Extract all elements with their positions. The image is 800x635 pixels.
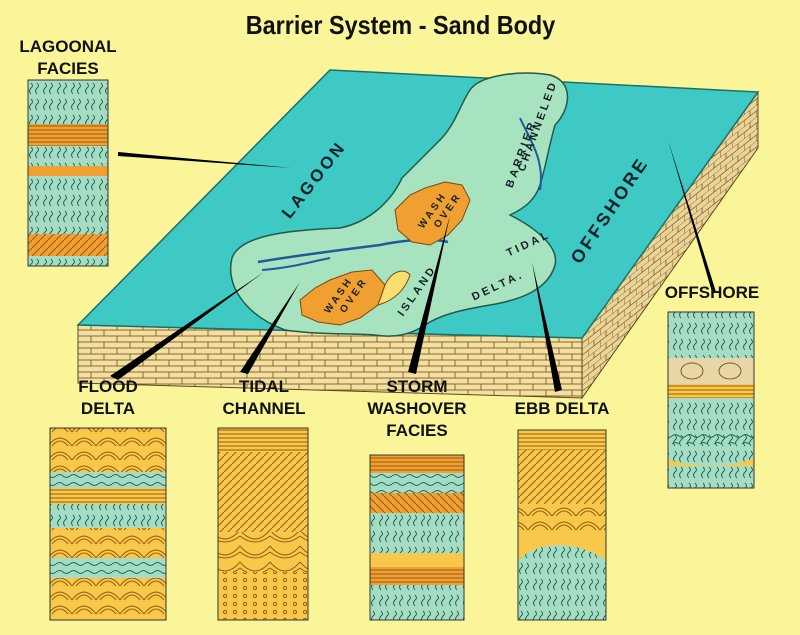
label-tidal-channel: TIDAL CHANNEL: [222, 377, 306, 418]
label-offshore-column: OFFSHORE: [664, 283, 760, 302]
label-storm-washover-facies: STORM WASHOVER FACIES: [367, 377, 467, 440]
storm-washover-column: [369, 454, 465, 621]
leader-ebb-delta: [532, 262, 562, 392]
flood-delta-column: [49, 427, 167, 621]
label-ebb-delta: EBB DELTA: [514, 399, 610, 418]
barrier-sand-body: [230, 72, 569, 337]
ebb-delta-column: [517, 429, 607, 621]
leader-offshore: [668, 140, 716, 292]
leader-flood-delta: [110, 272, 264, 380]
tidal-channel-column: [217, 427, 309, 621]
washover-fan-upper: [394, 181, 471, 246]
label-lagoonal-facies: LAGOONAL FACIES: [19, 37, 117, 78]
leader-lagoonal: [118, 152, 292, 168]
leader-storm-washover: [408, 215, 450, 374]
label-flood-delta: FLOOD DELTA: [78, 377, 138, 418]
barrier-channel-line: [519, 117, 542, 191]
washover-fringe: [377, 270, 411, 306]
offshore-column: [667, 311, 755, 489]
diagram-title: Barrier System - Sand Body: [245, 10, 556, 40]
tidal-channel-branch: [261, 257, 331, 271]
lagoonal-facies-column: [27, 79, 109, 267]
leader-tidal-channel: [240, 282, 300, 374]
